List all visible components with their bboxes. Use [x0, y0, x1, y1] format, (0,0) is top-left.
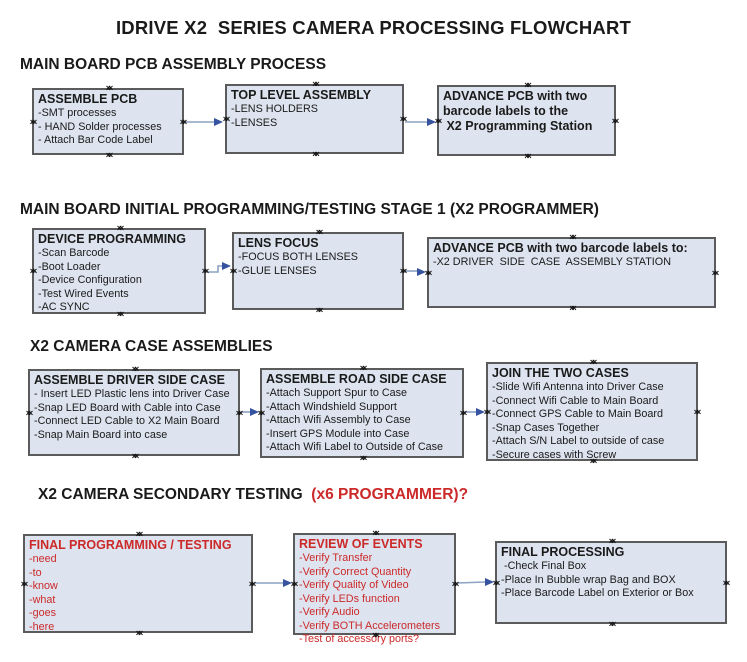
- box-line: -here: [29, 620, 55, 633]
- box-line: -Slide Wifi Antenna into Driver Case: [492, 381, 664, 393]
- box-line: -to: [29, 566, 42, 579]
- connector-arrow-g-h[interactable]: [241, 408, 259, 416]
- box-line: -Attach Windshield Support: [266, 400, 397, 413]
- connector-arrow-h-i[interactable]: [465, 408, 485, 416]
- section-heading-secondary-testing: X2 CAMERA SECONDARY TESTING (x6 PROGRAMM…: [38, 486, 468, 504]
- box-line: -Scan Barcode: [38, 247, 110, 259]
- box-line: -FOCUS BOTH LENSES: [238, 251, 358, 263]
- flow-box-assemble-driver-side-case[interactable]: ASSEMBLE DRIVER SIDE CASE - Insert LED P…: [28, 369, 240, 456]
- box-line: -know: [29, 580, 58, 592]
- box-line: -Verify Transfer: [299, 552, 373, 564]
- box-line: -Verify BOTH Accelerometers: [299, 619, 440, 632]
- box-line: -Check Final Box: [501, 560, 587, 572]
- box-title: ASSEMBLE DRIVER SIDE CASE: [34, 373, 226, 387]
- box-line: -what: [29, 593, 56, 606]
- flow-box-assemble-road-side-case[interactable]: ASSEMBLE ROAD SIDE CASE -Attach Support …: [260, 368, 464, 458]
- box-line: -Verify LEDs function: [299, 592, 400, 605]
- section-heading-initial-programming: MAIN BOARD INITIAL PROGRAMMING/TESTING S…: [20, 201, 599, 218]
- box-line: -AC SYNC: [38, 301, 90, 313]
- box-title: FINAL PROCESSING: [501, 545, 625, 559]
- box-title: ADVANCE PCB with two: [443, 89, 588, 103]
- flow-box-assemble-pcb[interactable]: ASSEMBLE PCB -SMT processes - HAND Solde…: [32, 88, 184, 155]
- flow-box-review-of-events[interactable]: REVIEW OF EVENTS -Verify Transfer -Verif…: [293, 533, 456, 645]
- box-line: -Connect GPS Cable to Main Board: [492, 408, 664, 420]
- box-title: TOP LEVEL ASSEMBLY: [231, 88, 372, 102]
- box-line: - Insert LED Plastic lens into Driver Ca…: [34, 388, 230, 400]
- box-line: -SMT processes: [38, 107, 117, 119]
- box-line: -GLUE LENSES: [238, 264, 317, 277]
- box-title: ADVANCE PCB with two barcode labels to:: [433, 241, 688, 255]
- section-heading-secondary-testing-black: X2 CAMERA SECONDARY TESTING: [38, 486, 307, 503]
- box-line: -Insert GPS Module into Case: [266, 427, 410, 440]
- connector-arrow-b-c[interactable]: [405, 118, 436, 126]
- section-heading-case-assemblies: X2 CAMERA CASE ASSEMBLIES: [30, 338, 273, 355]
- flow-box-lens-focus[interactable]: LENS FOCUS -FOCUS BOTH LENSES -GLUE LENS…: [232, 232, 404, 310]
- box-line: -Place Barcode Label on Exterior or Box: [501, 587, 694, 599]
- connector-arrow-j-k[interactable]: [254, 579, 292, 587]
- page-title: IDRIVE X2 SERIES CAMERA PROCESSING FLOWC…: [115, 17, 632, 38]
- box-line: -goes: [29, 607, 57, 619]
- box-line: -Place In Bubble wrap Bag and BOX: [501, 573, 676, 586]
- box-line: - HAND Solder processes: [38, 120, 162, 133]
- box-line: -Secure cases with Screw: [492, 448, 617, 461]
- box-line: X2 Programming Station: [443, 119, 593, 133]
- flow-box-top-level-assembly[interactable]: TOP LEVEL ASSEMBLY -LENS HOLDERS -LENSES: [225, 84, 404, 154]
- box-title: FINAL PROGRAMMING / TESTING: [29, 538, 232, 552]
- connector-arrow-e-f[interactable]: [405, 268, 426, 276]
- section-heading-pcb-assembly: MAIN BOARD PCB ASSEMBLY PROCESS: [20, 56, 327, 73]
- box-line: -Snap Cases Together: [492, 421, 600, 434]
- box-line: -Boot Loader: [38, 260, 101, 273]
- box-title: JOIN THE TWO CASES: [492, 366, 629, 380]
- box-line: -Attach S/N Label to outside of case: [492, 435, 665, 447]
- box-line: - Attach Bar Code Label: [38, 134, 153, 146]
- box-line: -Snap LED Board with Cable into Case: [34, 401, 221, 414]
- box-title: LENS FOCUS: [238, 236, 319, 250]
- box-line: -Attach Wifi Label to Outside of Case: [266, 441, 444, 453]
- flow-box-join-the-two-cases[interactable]: JOIN THE TWO CASES -Slide Wifi Antenna i…: [486, 362, 698, 461]
- box-line: -Test Wired Events: [38, 287, 129, 300]
- flow-box-advance-pcb-programming-station[interactable]: ADVANCE PCB with two barcode labels to t…: [437, 85, 616, 156]
- connector-arrow-a-b[interactable]: [184, 118, 223, 126]
- box-line: -Verify Audio: [299, 606, 360, 618]
- connector-arrow-k-l[interactable]: [456, 578, 494, 586]
- section-heading-secondary-testing-red: (x6 PROGRAMMER)?: [307, 486, 469, 503]
- box-line: -Attach Wifi Assembly to Case: [266, 414, 411, 426]
- box-title: REVIEW OF EVENTS: [299, 537, 423, 551]
- box-line: -Verify Correct Quantity: [299, 565, 412, 578]
- flow-box-final-programming-testing[interactable]: FINAL PROGRAMMING / TESTING -need -to -k…: [23, 534, 253, 633]
- box-line: barcode labels to the: [443, 104, 569, 118]
- box-line: -LENSES: [231, 116, 278, 129]
- box-line: -X2 DRIVER SIDE CASE ASSEMBLY STATION: [433, 256, 671, 268]
- box-line: -LENS HOLDERS: [231, 103, 318, 115]
- box-line: -Device Configuration: [38, 274, 142, 286]
- box-line: -Attach Support Spur to Case: [266, 387, 408, 399]
- box-line: -Snap Main Board into case: [34, 428, 168, 441]
- flow-box-advance-pcb-driver-side-station[interactable]: ADVANCE PCB with two barcode labels to: …: [427, 237, 716, 308]
- box-title: DEVICE PROGRAMMING: [38, 232, 186, 246]
- box-line: -Connect Wifi Cable to Main Board: [492, 394, 659, 407]
- box-title: ASSEMBLE PCB: [38, 92, 138, 106]
- box-line: -need: [29, 553, 57, 565]
- flow-box-device-programming[interactable]: DEVICE PROGRAMMING -Scan Barcode -Boot L…: [32, 228, 206, 314]
- box-title: ASSEMBLE ROAD SIDE CASE: [266, 372, 447, 386]
- connector-arrow-d-e[interactable]: [207, 262, 231, 273]
- box-line: -Connect LED Cable to X2 Main Board: [34, 415, 220, 427]
- box-line-overflow: -Test of accessory ports?: [299, 633, 420, 645]
- flow-box-final-processing[interactable]: FINAL PROCESSING -Check Final Box -Place…: [495, 541, 727, 624]
- box-line: -Verify Quality of Video: [299, 579, 409, 591]
